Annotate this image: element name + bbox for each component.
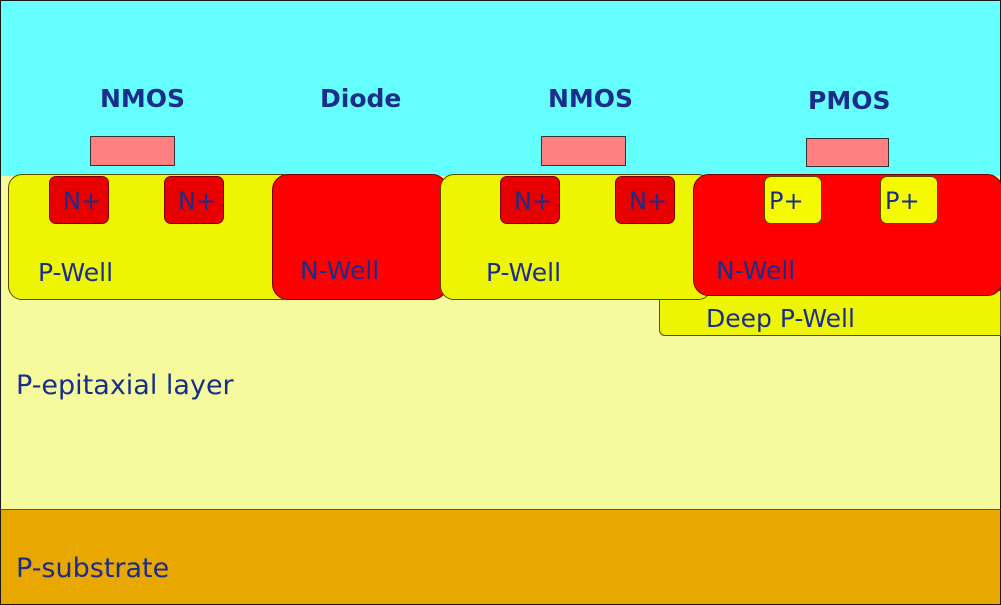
pplus-label: P+ xyxy=(885,187,920,215)
deep-p-well xyxy=(659,290,1001,336)
n-well-2-label: N-Well xyxy=(716,256,796,285)
pplus-diffusion: P+ xyxy=(880,176,938,224)
device-label-nmos-1: NMOS xyxy=(100,84,186,113)
nplus-label: N+ xyxy=(514,187,553,215)
nplus-diffusion: N+ xyxy=(49,176,109,224)
nplus-diffusion: N+ xyxy=(500,176,560,224)
pplus-diffusion: P+ xyxy=(764,176,822,224)
device-label-diode: Diode xyxy=(320,84,402,113)
nplus-label: N+ xyxy=(178,187,217,215)
nplus-label: N+ xyxy=(63,187,102,215)
device-label-nmos-2: NMOS xyxy=(548,84,634,113)
gate-pmos xyxy=(806,138,889,167)
epitaxial-layer-label: P-epitaxial layer xyxy=(16,370,234,401)
device-label-pmos: PMOS xyxy=(808,86,891,115)
deep-p-well-label: Deep P-Well xyxy=(706,304,855,333)
nplus-diffusion: N+ xyxy=(164,176,224,224)
p-substrate-layer xyxy=(0,509,1001,605)
n-well-2 xyxy=(693,174,1001,296)
gate-nmos-2 xyxy=(541,136,626,166)
p-well-2-label: P-Well xyxy=(486,258,562,287)
pplus-label: P+ xyxy=(769,187,804,215)
n-well-1-label: N-Well xyxy=(300,256,380,285)
substrate-label: P-substrate xyxy=(16,553,170,584)
nplus-diffusion: N+ xyxy=(615,176,675,224)
p-well-1-label: P-Well xyxy=(38,258,114,287)
nplus-label: N+ xyxy=(629,187,668,215)
gate-nmos-1 xyxy=(90,136,175,166)
